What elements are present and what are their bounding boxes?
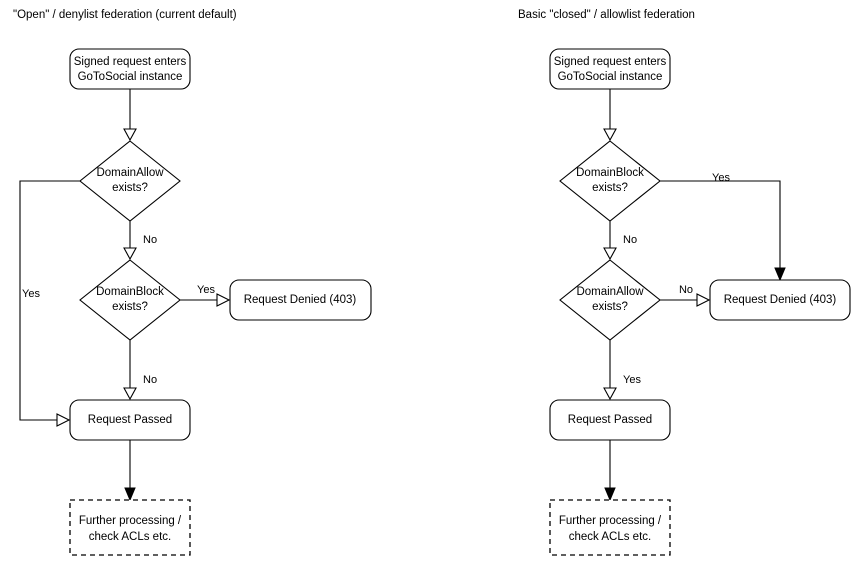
node-entry-left[interactable]: Signed request enters GoToSocial instanc… (69, 48, 191, 90)
node-decision-domainblock-right-label-line1: DomainBlock (576, 167, 644, 179)
node-entry-right-label-line2: GoToSocial instance (558, 71, 663, 83)
node-request-passed-right[interactable]: Request Passed (549, 399, 671, 441)
node-entry-left-label-line1: Signed request enters (74, 56, 187, 68)
edge-label-no: No (679, 284, 693, 296)
edge-domainblock-no-to-domainallow-right: No (603, 221, 637, 261)
node-decision-domainallow-left-shape (79, 140, 181, 222)
edge-domainallow-no-to-denied-right: No (660, 284, 711, 307)
edge-label-yes: Yes (712, 172, 730, 184)
arrowhead-open-icon (123, 387, 137, 401)
edge-entry-to-domainblock-right (603, 89, 617, 142)
node-decision-domainblock-left-shape (79, 259, 181, 341)
diagram-title-closed-allowlist: Basic "closed" / allowlist federation (518, 9, 695, 21)
node-request-denied-right-label: Request Denied (403) (724, 294, 837, 306)
node-request-passed-right-label: Request Passed (568, 414, 652, 426)
edge-label-yes: Yes (22, 288, 40, 300)
node-decision-domainallow-right-label-line2: exists? (592, 301, 628, 313)
node-decision-domainallow-left-label-line2: exists? (112, 182, 148, 194)
node-request-denied-left-shape (229, 279, 372, 321)
node-decision-domainblock-right-shape (559, 140, 661, 222)
node-further-processing-right-label-line1: Further processing / (559, 515, 662, 527)
node-further-processing-left[interactable]: Further processing / check ACLs etc. (69, 499, 191, 556)
node-further-processing-right-label-line2: check ACLs etc. (569, 531, 651, 543)
node-decision-domainblock-left-label-line2: exists? (112, 301, 148, 313)
diagram-open-denylist: "Open" / denylist federation (current de… (13, 9, 372, 556)
arrowhead-open-icon (696, 293, 711, 307)
node-further-processing-left-shape (69, 499, 191, 556)
arrowhead-open-icon (603, 128, 617, 142)
node-decision-domainallow-right[interactable]: DomainAllow exists? (559, 259, 661, 341)
node-request-denied-left-label: Request Denied (403) (244, 294, 357, 306)
edge-entry-to-domainallow-left (123, 89, 137, 142)
edge-domainallow-yes-to-passed-right: Yes (603, 340, 641, 401)
edge-label-yes: Yes (197, 284, 215, 296)
node-decision-domainblock-left-label-line1: DomainBlock (96, 286, 164, 298)
edge-line (19, 180, 80, 421)
edge-domainblock-yes-to-denied-right: Yes (660, 172, 786, 282)
edge-label-no: No (143, 374, 157, 386)
node-request-denied-right-shape (709, 279, 851, 321)
node-decision-domainallow-left[interactable]: DomainAllow exists? (79, 140, 181, 222)
arrowhead-filled-icon (604, 487, 616, 502)
node-further-processing-left-label-line1: Further processing / (79, 515, 182, 527)
arrowhead-open-icon (56, 413, 71, 427)
node-request-denied-left[interactable]: Request Denied (403) (229, 279, 372, 321)
node-decision-domainblock-left[interactable]: DomainBlock exists? (79, 259, 181, 341)
edge-passed-to-further-right (604, 440, 616, 502)
node-decision-domainblock-right[interactable]: DomainBlock exists? (559, 140, 661, 222)
node-entry-right-label-line1: Signed request enters (554, 56, 667, 68)
diagram-title-open-denylist: "Open" / denylist federation (current de… (13, 9, 237, 21)
edge-passed-to-further-left (124, 440, 136, 502)
arrowhead-open-icon (603, 247, 617, 261)
edge-label-no: No (143, 234, 157, 246)
edge-domainblock-yes-to-denied-left: Yes (180, 284, 231, 307)
node-decision-domainallow-right-label-line1: DomainAllow (576, 286, 644, 298)
node-further-processing-right[interactable]: Further processing / check ACLs etc. (549, 499, 671, 556)
diagram-closed-allowlist: Basic "closed" / allowlist federation Si… (518, 9, 851, 556)
arrowhead-open-icon (123, 247, 137, 261)
arrowhead-open-icon (603, 387, 617, 401)
edge-domainblock-no-to-passed-left: No (123, 340, 157, 401)
edge-line (660, 180, 781, 274)
arrowhead-open-icon (123, 128, 137, 142)
arrowhead-open-icon (216, 293, 231, 307)
edge-label-yes: Yes (623, 374, 641, 386)
edge-domainallow-yes-to-passed-left: Yes (19, 180, 80, 427)
node-entry-left-label-line2: GoToSocial instance (78, 71, 183, 83)
node-further-processing-right-shape (549, 499, 671, 556)
node-entry-right[interactable]: Signed request enters GoToSocial instanc… (549, 48, 671, 90)
edge-label-no: No (623, 234, 637, 246)
node-request-denied-right[interactable]: Request Denied (403) (709, 279, 851, 321)
node-further-processing-left-label-line2: check ACLs etc. (89, 531, 171, 543)
edge-domainallow-no-to-domainblock-left: No (123, 221, 157, 261)
arrowhead-filled-icon (124, 487, 136, 502)
node-request-passed-left-label: Request Passed (88, 414, 172, 426)
node-request-passed-left[interactable]: Request Passed (69, 399, 191, 441)
arrowhead-filled-icon (774, 267, 786, 282)
node-decision-domainblock-right-label-line2: exists? (592, 182, 628, 194)
node-decision-domainallow-left-label-line1: DomainAllow (96, 167, 164, 179)
node-decision-domainallow-right-shape (559, 259, 661, 341)
